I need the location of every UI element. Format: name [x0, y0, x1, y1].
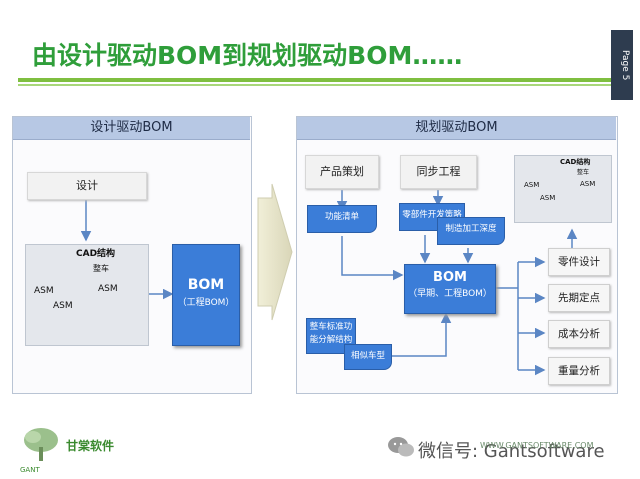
wechat-icon [388, 437, 414, 457]
output-cost-analysis: 成本分析 [548, 320, 610, 348]
output-early-sourcing: 先期定点 [548, 284, 610, 312]
company-name: 甘棠软件 [66, 439, 115, 453]
company-abbr: GANT [20, 466, 40, 474]
tree-logo-icon [24, 428, 58, 461]
website-url: WWW.GANTSOFTWARE.COM [480, 441, 594, 450]
slide-title: 由设计驱动BOM到规划驱动BOM…… [32, 41, 463, 70]
page-tab [611, 30, 633, 100]
manufacturing-depth-doc: 制造加工深度 [437, 217, 505, 245]
output-part-design: 零件设计 [548, 248, 610, 276]
similar-model-doc: 相似车型 [344, 344, 392, 370]
left-bom-title: BOM [187, 277, 225, 293]
output-weight-analysis: 重量分析 [548, 357, 610, 385]
wechat-watermark: 微信号: Gantsoftware [418, 441, 605, 462]
right-cad-label: CAD结构 [560, 158, 591, 166]
right-cad-asm-1: ASM [524, 181, 540, 189]
right-panel-header: 规划驱动BOM [297, 117, 616, 140]
function-list-doc: 功能清单 [307, 205, 377, 233]
left-cad-asm-3: ASM [53, 301, 73, 311]
right-cad-structure [514, 155, 612, 223]
left-cad-root: 整车 [93, 264, 109, 273]
sync-engineering-box: 同步工程 [400, 155, 477, 189]
title-underline-secondary [18, 84, 614, 86]
right-cad-asm-2: ASM [580, 180, 596, 188]
page-label: Page 5 [620, 49, 630, 81]
design-box: 设计 [27, 172, 147, 200]
transition-arrow [257, 183, 293, 321]
left-cad-label: CAD结构 [76, 249, 116, 259]
left-bom-box: BOM （工程BOM） [172, 244, 240, 346]
right-bom-title: BOM [433, 270, 467, 285]
right-bom-box: BOM （早期、工程BOM） [404, 264, 496, 314]
right-bom-subtitle: （早期、工程BOM） [408, 289, 492, 299]
product-planning-box: 产品策划 [305, 155, 379, 189]
title-underline [18, 78, 614, 82]
right-cad-asm-3: ASM [540, 194, 556, 202]
right-cad-root: 整车 [577, 169, 590, 176]
left-cad-structure [25, 244, 149, 346]
left-cad-asm-2: ASM [98, 284, 118, 294]
left-cad-asm-1: ASM [34, 286, 54, 296]
left-panel-header: 设计驱动BOM [13, 117, 250, 140]
left-bom-subtitle: （工程BOM） [177, 298, 235, 308]
